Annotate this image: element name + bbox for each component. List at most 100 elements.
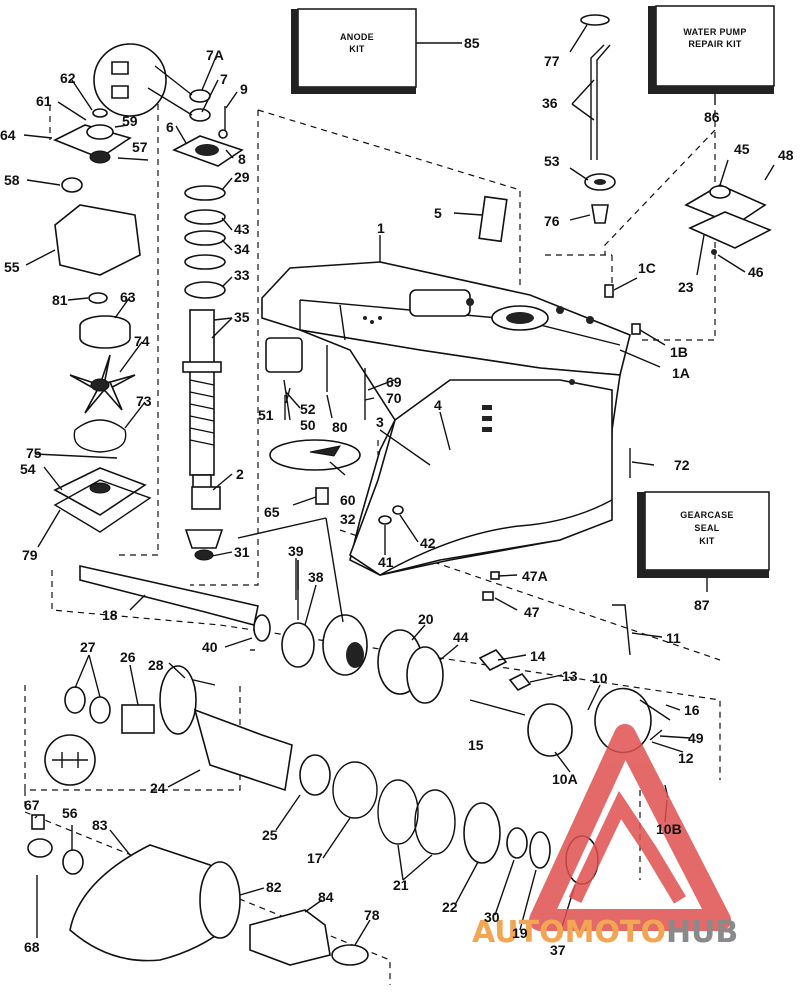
part-label-82: 82 bbox=[266, 879, 282, 895]
part-label-36: 36 bbox=[542, 95, 558, 111]
upper-stack-parts bbox=[172, 89, 244, 299]
part-label-38: 38 bbox=[308, 569, 324, 585]
part-label-62: 62 bbox=[60, 70, 76, 86]
drive-shaft bbox=[182, 309, 222, 490]
watermark-logo bbox=[529, 724, 731, 931]
part-label-57: 57 bbox=[132, 139, 148, 155]
part-label-42: 42 bbox=[420, 535, 436, 551]
part-label-65: 65 bbox=[264, 504, 280, 520]
part-label-23: 23 bbox=[678, 279, 694, 295]
part-labels: 1 1A 1B 1C 2 3 4 5 6 7 7A 8 9 10 10A 10B… bbox=[0, 35, 794, 958]
part-label-35: 35 bbox=[234, 309, 250, 325]
part-label-29: 29 bbox=[234, 169, 250, 185]
anode-kit-line-1: ANODE bbox=[340, 32, 374, 42]
part-label-87: 87 bbox=[694, 597, 710, 613]
part-label-26: 26 bbox=[120, 649, 136, 665]
part-label-40: 40 bbox=[202, 639, 218, 655]
part-label-51: 51 bbox=[258, 407, 274, 423]
part-label-28: 28 bbox=[148, 657, 164, 673]
seal-kit-line-2: SEAL bbox=[694, 523, 719, 533]
part-label-19: 19 bbox=[512, 925, 528, 941]
part-label-78: 78 bbox=[364, 907, 380, 923]
watermark-part1: AUTOMOTO bbox=[472, 915, 666, 950]
part-label-72: 72 bbox=[674, 457, 690, 473]
part-label-85: 85 bbox=[464, 35, 480, 51]
leader-lines bbox=[23, 24, 775, 946]
part-label-53: 53 bbox=[544, 153, 560, 169]
part-label-11: 11 bbox=[666, 630, 681, 646]
part-label-1C: 1C bbox=[638, 260, 656, 276]
part-label-45: 45 bbox=[734, 141, 750, 157]
part-label-1B: 1B bbox=[670, 344, 688, 360]
part-label-27: 27 bbox=[80, 639, 96, 655]
part-label-21: 21 bbox=[393, 877, 409, 893]
water-pump-repair-kit-box: WATER PUMP REPAIR KIT bbox=[648, 5, 775, 105]
part-label-43: 43 bbox=[234, 221, 250, 237]
watermark-text: AUTOMOTOHUB bbox=[472, 915, 738, 950]
part-label-15: 15 bbox=[468, 737, 484, 753]
water-pump-parts bbox=[53, 43, 193, 533]
part-label-83: 83 bbox=[92, 817, 108, 833]
gearcase-seal-kit-box: GEARCASE SEAL KIT bbox=[637, 491, 770, 592]
part-label-64: 64 bbox=[0, 127, 16, 143]
part-label-47A: 47A bbox=[522, 568, 548, 584]
part-label-22: 22 bbox=[442, 899, 458, 915]
part-label-58: 58 bbox=[4, 172, 20, 188]
part-label-16: 16 bbox=[684, 702, 700, 718]
part-label-25: 25 bbox=[262, 827, 278, 843]
part-label-3: 3 bbox=[376, 414, 384, 430]
part-label-56: 56 bbox=[62, 805, 78, 821]
part-label-73: 73 bbox=[136, 393, 152, 409]
part-label-1: 1 bbox=[377, 220, 385, 236]
part-label-24: 24 bbox=[150, 780, 166, 796]
part-label-12: 12 bbox=[678, 750, 694, 766]
part-label-79: 79 bbox=[22, 547, 38, 563]
seal-kit-line-3: KIT bbox=[699, 536, 715, 546]
part-label-41: 41 bbox=[378, 554, 394, 570]
part-label-32: 32 bbox=[340, 511, 356, 527]
part-label-59: 59 bbox=[122, 113, 138, 129]
part-label-47: 47 bbox=[524, 604, 540, 620]
anode-kit-box: ANODE KIT bbox=[291, 8, 462, 94]
part-label-7: 7 bbox=[220, 71, 228, 87]
water-pump-kit-line-1: WATER PUMP bbox=[683, 27, 746, 37]
part-label-7A: 7A bbox=[206, 47, 224, 63]
center-parts bbox=[265, 337, 500, 601]
part-label-17: 17 bbox=[307, 850, 323, 866]
part-label-39: 39 bbox=[288, 543, 304, 559]
part-label-74: 74 bbox=[134, 333, 150, 349]
part-label-10: 10 bbox=[592, 670, 608, 686]
gearcase-housing bbox=[261, 261, 631, 576]
anode-kit-line-2: KIT bbox=[349, 44, 365, 54]
lower-left-parts bbox=[27, 665, 599, 966]
part-label-81: 81 bbox=[52, 292, 68, 308]
part-label-4: 4 bbox=[434, 397, 442, 413]
part-label-2: 2 bbox=[236, 466, 244, 482]
part-label-49: 49 bbox=[688, 730, 704, 746]
part-label-30: 30 bbox=[484, 909, 500, 925]
part-label-37: 37 bbox=[550, 942, 566, 958]
part-label-50: 50 bbox=[300, 417, 316, 433]
part-label-68: 68 bbox=[24, 939, 40, 955]
part-label-60: 60 bbox=[340, 492, 356, 508]
right-upper-parts bbox=[478, 14, 772, 478]
part-label-52: 52 bbox=[300, 401, 316, 417]
part-label-14: 14 bbox=[530, 648, 546, 664]
part-label-84: 84 bbox=[318, 889, 334, 905]
part-label-33: 33 bbox=[234, 267, 250, 283]
part-label-77: 77 bbox=[544, 53, 560, 69]
part-label-69: 69 bbox=[386, 374, 402, 390]
seal-kit-line-1: GEARCASE bbox=[680, 510, 733, 520]
part-label-8: 8 bbox=[238, 151, 246, 167]
part-label-67: 67 bbox=[24, 797, 40, 813]
part-label-34: 34 bbox=[234, 241, 250, 257]
part-label-31: 31 bbox=[234, 544, 250, 560]
part-label-54: 54 bbox=[20, 461, 36, 477]
propeller-shaft bbox=[79, 565, 271, 642]
part-label-55: 55 bbox=[4, 259, 20, 275]
part-label-63: 63 bbox=[120, 289, 136, 305]
lower-gears bbox=[184, 486, 368, 676]
part-label-86: 86 bbox=[704, 109, 720, 125]
watermark-part2: HUB bbox=[666, 915, 738, 950]
